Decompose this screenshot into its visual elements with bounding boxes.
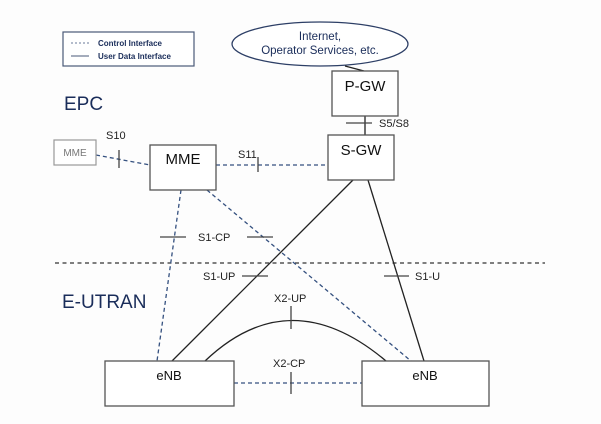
internet-cloud: Internet, Operator Services, etc.	[231, 21, 409, 67]
legend-box	[62, 31, 195, 67]
s1up-link	[171, 179, 354, 362]
legend-user-label: User Data Interface	[98, 52, 171, 61]
cloud-line1: Internet,	[299, 31, 341, 43]
x2up-label: X2-UP	[274, 293, 306, 305]
mme-label: MME	[166, 151, 201, 168]
s1u-link	[367, 179, 425, 362]
mme-node[interactable]: MME	[149, 144, 217, 191]
s1cp-link-left	[156, 189, 182, 362]
s5s8-label: S5/S8	[379, 118, 409, 130]
s10-label: S10	[106, 130, 126, 142]
enb-left-box[interactable]	[104, 360, 235, 407]
sgw-box[interactable]	[327, 134, 395, 181]
enb-right-node[interactable]: eNB	[361, 360, 490, 407]
x2cp-label: X2-CP	[273, 358, 305, 370]
s11-label: S11	[238, 149, 257, 161]
cloud-ellipse	[231, 21, 409, 67]
pgw-label: P-GW	[345, 78, 387, 95]
enb-left-node[interactable]: eNB	[104, 360, 235, 407]
pgw-node[interactable]: P-GW	[331, 70, 399, 117]
legend-control-label: Control Interface	[98, 39, 163, 48]
mme-box[interactable]	[149, 144, 217, 191]
epc-label: EPC	[64, 94, 103, 115]
pgw-box[interactable]	[331, 70, 399, 117]
s10-link	[95, 154, 151, 166]
cloud-pgw-link	[344, 65, 365, 72]
s1cp-link-right	[206, 189, 412, 362]
sgw-label: S-GW	[341, 142, 383, 159]
enb-right-label: eNB	[412, 368, 437, 383]
mme-peer-node[interactable]: MME	[53, 139, 97, 166]
enb-right-box[interactable]	[361, 360, 490, 407]
x2up-link	[204, 320, 387, 362]
mme-peer-label: MME	[63, 148, 87, 159]
sgw-node[interactable]: S-GW	[327, 134, 395, 181]
mme-peer-box[interactable]	[53, 139, 97, 166]
s1cp-label: S1-CP	[198, 232, 230, 244]
s1u-label: S1-U	[415, 271, 440, 283]
legend: Control Interface User Data Interface	[62, 31, 195, 67]
enb-left-label: eNB	[156, 368, 181, 383]
cloud-line2: Operator Services, etc.	[261, 45, 379, 57]
s1up-label: S1-UP	[203, 271, 235, 283]
eutran-label: E-UTRAN	[62, 292, 146, 313]
